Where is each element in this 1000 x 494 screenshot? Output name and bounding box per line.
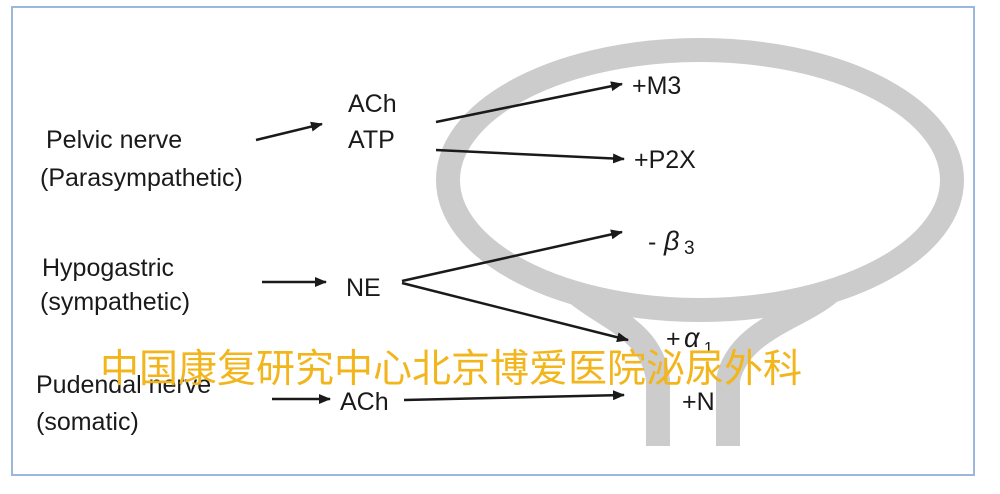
arrow-ach-to-nicotinic (403, 390, 625, 402)
receptor-alpha1-subscript: 1 (704, 340, 713, 357)
transmitter-ach-pelvic: ACh (348, 90, 397, 118)
figure-frame (11, 6, 975, 476)
transmitter-ach-pudendal: ACh (340, 388, 389, 416)
arrow-atp-to-p2x (435, 148, 625, 164)
arrow-ach-to-m3 (435, 81, 623, 124)
pudendal-nerve-label: Pudendal nerve (36, 371, 211, 399)
receptor-beta3-sign: - (648, 228, 656, 256)
bladder-dome (436, 38, 964, 322)
arrow-pelvic-to-transmitters (255, 121, 323, 142)
receptor-beta3-subscript: 3 (684, 238, 695, 259)
receptor-m3: +M3 (632, 72, 681, 100)
pelvic-nerve-type: (Parasympathetic) (40, 164, 243, 192)
receptor-alpha1-symbol: α (684, 323, 701, 353)
bladder-outline (436, 38, 964, 446)
pelvic-nerve-label: Pelvic nerve (46, 126, 182, 154)
hypogastric-nerve-type: (sympathetic) (40, 288, 190, 316)
transmitter-ne: NE (346, 274, 381, 302)
receptor-nicotinic: +N (682, 388, 715, 416)
transmitter-atp: ATP (348, 126, 395, 154)
receptor-p2x: +P2X (634, 146, 696, 174)
bladder-neck-left (567, 282, 670, 446)
bladder-neck-right (716, 282, 838, 446)
pudendal-nerve-type: (somatic) (36, 408, 139, 436)
hypogastric-nerve-label: Hypogastric (42, 254, 174, 282)
arrow-ne-to-beta3 (401, 229, 623, 283)
receptor-beta3-symbol: β (663, 226, 679, 256)
watermark-text: 中国康复研究中心北京博爱医院泌尿外科 (100, 347, 802, 392)
arrow-ne-to-alpha1 (401, 281, 629, 343)
receptor-alpha1-sign: + (666, 325, 681, 353)
